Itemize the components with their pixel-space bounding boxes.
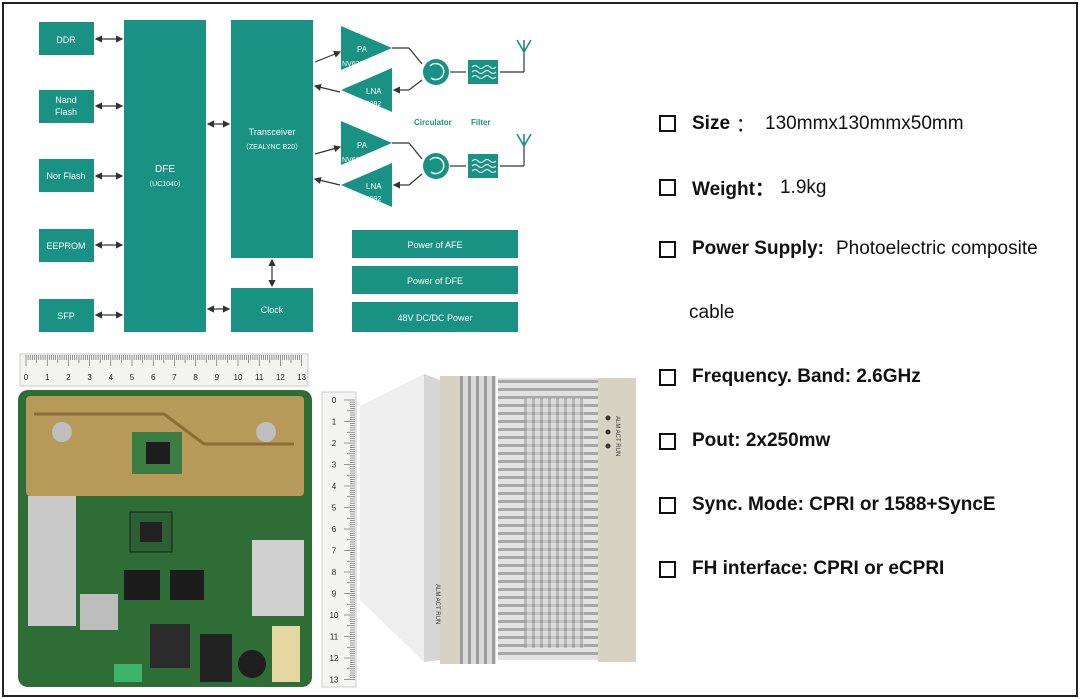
checkbox-icon (659, 240, 676, 258)
svg-text:（ZEALYNC B20）: （ZEALYNC B20） (242, 143, 302, 151)
spec-power-supply-continued: cable (689, 302, 735, 323)
circulator-icon (423, 59, 449, 85)
ruler-tick-label: 1 (332, 418, 337, 427)
circulator-icon (423, 153, 449, 179)
svg-text:NV9092: NV9092 (356, 101, 381, 108)
ddr-block: DDR (39, 22, 94, 55)
eeprom-block: EEPROM (39, 229, 94, 262)
checkbox-icon (659, 115, 676, 132)
ruler-tick-label: 8 (193, 373, 198, 382)
rf-chain-1: PA NV6317 LNA NV9092 Circulator Filter (313, 26, 532, 127)
checkbox-icon (659, 432, 676, 450)
ruler-tick-label: 10 (234, 373, 243, 382)
svg-text:Clock: Clock (261, 305, 284, 315)
svg-text:Circulator: Circulator (414, 118, 452, 127)
ruler-tick-label: 11 (255, 373, 264, 382)
svg-text:Filter: Filter (471, 118, 491, 127)
dfe-block: DFE （UC1040） (124, 20, 206, 332)
clock-block: Clock (231, 288, 313, 332)
svg-text:Power of AFE: Power of AFE (407, 240, 462, 250)
rru-device-back-photo: ALM ACT RUN (498, 378, 636, 662)
svg-text:LNA: LNA (366, 87, 382, 96)
core-links (206, 120, 276, 313)
ruler-tick-label: 7 (172, 373, 177, 382)
svg-text:PA: PA (357, 45, 368, 54)
svg-text:ALM ACT RUN: ALM ACT RUN (434, 584, 440, 624)
ruler-tick-label: 5 (332, 504, 337, 513)
svg-text:PA: PA (357, 141, 368, 150)
ruler-tick-label: 8 (332, 568, 337, 577)
svg-text:（UC1040）: （UC1040） (145, 180, 185, 188)
ruler-tick-label: 9 (215, 373, 220, 382)
svg-text:SFP: SFP (57, 311, 75, 321)
ruler-tick-label: 4 (109, 373, 114, 382)
rf-chain-2: PA NV6317 LNA NV9092 (313, 121, 532, 207)
ruler-tick-label: 2 (332, 439, 337, 448)
svg-text:Flash: Flash (55, 107, 77, 117)
ruler-tick-label: 6 (332, 525, 337, 534)
svg-text:LNA: LNA (366, 182, 382, 191)
ddr-label: DDR (56, 35, 76, 45)
spec-sync-mode: Sync. Mode: CPRI or 1588+SyncE (659, 494, 1002, 516)
svg-text:NV6317: NV6317 (342, 157, 367, 164)
transceiver-block: Transceiver （ZEALYNC B20） (231, 20, 313, 258)
ruler-tick-label: 0 (332, 396, 337, 405)
ruler-tick-label: 6 (151, 373, 156, 382)
ruler-tick-label: 5 (130, 373, 135, 382)
memory-links (94, 35, 124, 319)
checkbox-icon (659, 560, 676, 578)
svg-text:ALM ACT RUN: ALM ACT RUN (614, 416, 620, 456)
block-diagram: DDR Nand Flash Nor Flash EEPROM SFP DFE … (18, 20, 636, 688)
ruler-tick-label: 1 (45, 373, 50, 382)
ruler-tick-label: 11 (330, 633, 339, 642)
ruler-tick-label: 12 (276, 373, 285, 382)
checkbox-icon (659, 368, 676, 386)
rru-device-front-photo: ALM ACT RUN (360, 374, 496, 664)
antenna-icon (516, 133, 532, 148)
svg-text:48V DC/DC Power: 48V DC/DC Power (397, 313, 472, 323)
nand-flash-block: Nand Flash (39, 90, 94, 123)
pcb-board-photo (18, 390, 312, 687)
spec-power-supply: Power Supply:Photoelectric composite (659, 238, 1038, 260)
ruler-tick-label: 10 (330, 611, 339, 620)
sfp-block: SFP (39, 299, 94, 332)
ruler-tick-label: 4 (332, 482, 337, 491)
spec-size: Size：130mmx130mmx50mm (659, 110, 964, 137)
ruler-tick-label: 7 (332, 547, 337, 556)
svg-text:NV9092: NV9092 (356, 196, 381, 203)
filter-icon (468, 60, 498, 84)
ruler-tick-label: 9 (332, 590, 337, 599)
ruler-tick-label: 12 (330, 654, 339, 663)
svg-text:DFE: DFE (155, 164, 175, 175)
svg-text:Nor Flash: Nor Flash (46, 171, 85, 181)
svg-text:EEPROM: EEPROM (46, 241, 85, 251)
nor-flash-block: Nor Flash (39, 159, 94, 192)
filter-icon (468, 154, 498, 178)
svg-text:Transceiver: Transceiver (249, 127, 296, 137)
spec-frequency-band: Frequency. Band: 2.6GHz (659, 366, 927, 388)
ruler-tick-label: 13 (297, 373, 306, 382)
ruler-tick-label: 2 (66, 373, 71, 382)
ruler-tick-label: 0 (24, 373, 29, 382)
power-dfe-block: Power of DFE (352, 266, 518, 294)
spec-weight: Weight：1.9kg (659, 174, 826, 201)
ruler-tick-label: 3 (332, 461, 337, 470)
antenna-icon (516, 39, 532, 54)
checkbox-icon (659, 179, 676, 196)
power-afe-block: Power of AFE (352, 230, 518, 258)
ruler-tick-label: 13 (330, 676, 339, 685)
power-48v-block: 48V DC/DC Power (352, 302, 518, 332)
ruler-tick-label: 3 (87, 373, 92, 382)
checkbox-icon (659, 496, 676, 514)
svg-text:Nand: Nand (55, 95, 77, 105)
svg-text:Power of DFE: Power of DFE (407, 276, 463, 286)
spec-fh-interface: FH interface: CPRI or eCPRI (659, 558, 950, 580)
svg-text:NV6317: NV6317 (342, 61, 367, 68)
spec-pout: Pout: 2x250mw (659, 430, 836, 452)
